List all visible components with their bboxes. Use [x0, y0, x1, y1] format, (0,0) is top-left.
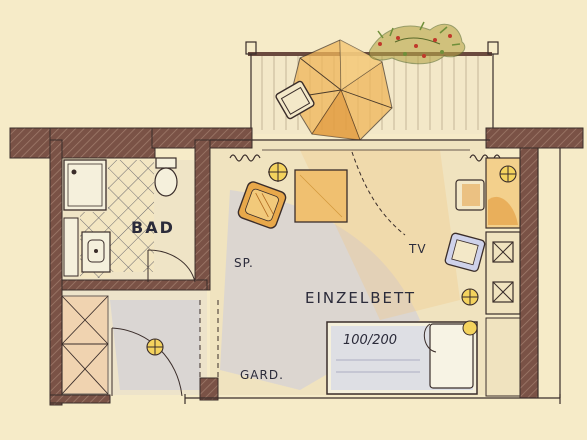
hall-lamp-icon	[146, 338, 164, 356]
bathroom-niche	[63, 217, 79, 277]
tv-cabinet	[485, 231, 521, 315]
right-panel	[485, 317, 521, 397]
hall-closet	[61, 295, 109, 395]
side-table	[294, 169, 348, 223]
bed-icon	[326, 321, 478, 395]
room-outline	[184, 139, 561, 404]
parasol-icon	[289, 39, 393, 141]
tv-chair-icon	[444, 232, 486, 272]
cabinet-label: SP.	[234, 256, 254, 270]
shower-icon	[63, 159, 107, 211]
wardrobe-label: GARD.	[240, 368, 284, 382]
plant-icon	[368, 21, 466, 65]
bathroom-label: BAD	[131, 218, 175, 237]
bathroom-door-swing	[147, 249, 196, 283]
tv-label: TV	[409, 242, 427, 256]
lamp-icon	[268, 162, 288, 182]
window-curtains	[229, 149, 501, 162]
desk-unit	[485, 157, 521, 229]
armchair-icon	[237, 181, 287, 229]
desk-chair-icon	[455, 179, 485, 211]
bathroom-tiles	[108, 160, 154, 272]
bed-size-label: 100/200	[343, 333, 398, 348]
walls	[9, 127, 584, 406]
nightstand-lamp-icon	[462, 320, 478, 336]
toilet-icon	[154, 157, 178, 197]
room-type-label: EINZELBETT	[305, 289, 417, 307]
balcony-chair-icon	[275, 80, 315, 120]
tv-lamp-icon	[461, 288, 479, 306]
sink-icon	[81, 231, 111, 273]
wardrobe-outline	[199, 300, 219, 378]
